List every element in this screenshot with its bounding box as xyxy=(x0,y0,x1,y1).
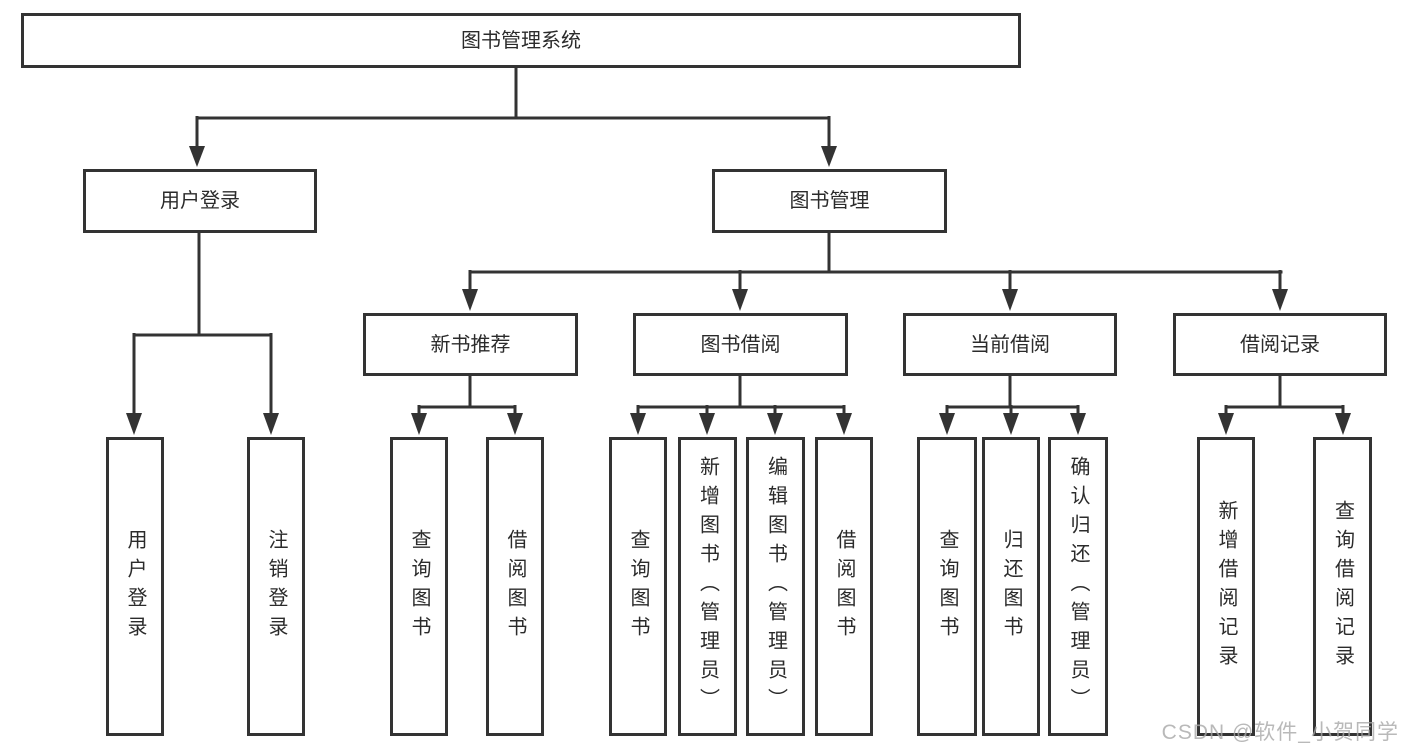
leaf-logout: 注销登录 xyxy=(247,437,305,736)
leaf-borrow-book-2-label: 借阅图书 xyxy=(833,528,855,645)
leaf-query-book-1: 查询图书 xyxy=(390,437,448,736)
leaf-return-book: 归还图书 xyxy=(982,437,1040,736)
connector-current-borrow xyxy=(939,375,1086,435)
leaf-borrow-book-2: 借阅图书 xyxy=(815,437,873,736)
node-book-borrow-label: 图书借阅 xyxy=(700,333,781,356)
leaf-add-book-admin-label: 新增图书（管理员） xyxy=(696,456,719,717)
node-borrow-record-label: 借阅记录 xyxy=(1240,333,1320,356)
leaf-confirm-return-admin: 确认归还（管理员） xyxy=(1048,437,1108,736)
connector-root xyxy=(189,68,837,167)
leaf-logout-label: 注销登录 xyxy=(265,528,287,645)
node-book-management: 图书管理 xyxy=(712,169,947,233)
leaf-query-borrow-record: 查询借阅记录 xyxy=(1313,437,1372,736)
node-root-label: 图书管理系统 xyxy=(461,29,581,52)
leaf-edit-book-admin-label: 编辑图书（管理员） xyxy=(764,456,787,717)
leaf-user-login: 用户登录 xyxy=(106,437,164,736)
node-current-borrow: 当前借阅 xyxy=(903,313,1117,376)
node-new-book-recommend: 新书推荐 xyxy=(363,313,578,376)
leaf-edit-book-admin: 编辑图书（管理员） xyxy=(746,437,805,736)
leaf-query-book-3-label: 查询图书 xyxy=(936,528,958,645)
leaf-query-book-1-label: 查询图书 xyxy=(408,528,430,645)
connector-user-login xyxy=(126,233,279,435)
node-book-borrow: 图书借阅 xyxy=(633,313,848,376)
leaf-user-login-label: 用户登录 xyxy=(124,528,146,645)
node-book-management-label: 图书管理 xyxy=(789,190,870,212)
leaf-borrow-book-1: 借阅图书 xyxy=(486,437,544,736)
leaf-query-book-3: 查询图书 xyxy=(917,437,977,736)
leaf-query-book-2: 查询图书 xyxy=(609,437,667,736)
node-user-login: 用户登录 xyxy=(83,169,317,233)
leaf-query-borrow-record-label: 查询借阅记录 xyxy=(1331,499,1354,674)
leaf-add-book-admin: 新增图书（管理员） xyxy=(678,437,737,736)
connector-borrow-record xyxy=(1218,375,1351,435)
node-new-book-recommend-label: 新书推荐 xyxy=(430,333,511,356)
node-root: 图书管理系统 xyxy=(21,13,1021,68)
leaf-add-borrow-record-label: 新增借阅记录 xyxy=(1215,499,1237,674)
leaf-confirm-return-admin-label: 确认归还（管理员） xyxy=(1067,456,1089,717)
leaf-query-book-2-label: 查询图书 xyxy=(627,528,649,645)
leaf-borrow-book-1-label: 借阅图书 xyxy=(504,528,526,645)
connector-book-management xyxy=(462,233,1288,311)
leaf-return-book-label: 归还图书 xyxy=(1000,528,1022,645)
connector-new-book-recommend xyxy=(411,375,523,435)
node-borrow-record: 借阅记录 xyxy=(1173,313,1387,376)
leaf-add-borrow-record: 新增借阅记录 xyxy=(1197,437,1255,736)
connector-book-borrow xyxy=(630,375,852,435)
node-current-borrow-label: 当前借阅 xyxy=(970,333,1050,356)
node-user-login-label: 用户登录 xyxy=(160,190,240,212)
